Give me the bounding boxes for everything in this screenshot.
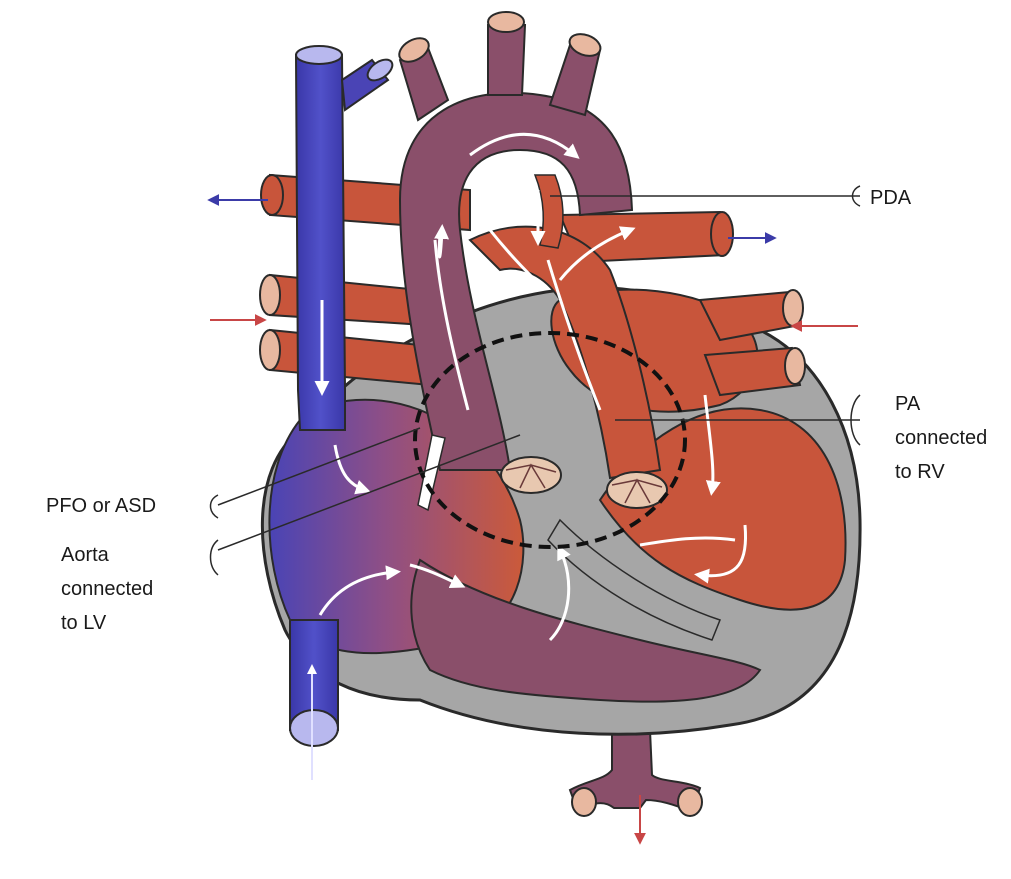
ventricular-septum bbox=[547, 518, 721, 641]
foramen-ovale bbox=[417, 434, 446, 512]
right-pulmonary-veins bbox=[698, 289, 858, 397]
inferior-vena-cava bbox=[289, 619, 339, 780]
flow-arrows bbox=[314, 132, 748, 642]
pulmonary-trunk bbox=[468, 225, 662, 480]
great-arteries-highlight bbox=[413, 331, 687, 549]
left-ventricle bbox=[598, 407, 847, 611]
superior-vena-cava bbox=[294, 45, 394, 431]
label-aorta-line2: connected bbox=[61, 578, 154, 600]
aortic-valve bbox=[500, 456, 562, 494]
callout-lines bbox=[209, 185, 861, 576]
descending-aorta bbox=[568, 729, 703, 845]
right-ventricle bbox=[410, 558, 762, 703]
pulmonary-valve bbox=[606, 471, 668, 509]
label-pfo: PFO or ASD bbox=[46, 495, 157, 517]
ductus-arteriosus bbox=[533, 174, 564, 249]
label-pa-line1: PA bbox=[895, 393, 921, 415]
label-aorta-line3: to LV bbox=[61, 612, 107, 634]
label-pa-line2: connected bbox=[895, 427, 988, 449]
aortic-branches bbox=[398, 11, 602, 122]
label-pa-line3: to RV bbox=[895, 461, 945, 483]
label-aorta-line1: Aorta bbox=[61, 544, 109, 566]
label-pda: PDA bbox=[870, 187, 912, 209]
